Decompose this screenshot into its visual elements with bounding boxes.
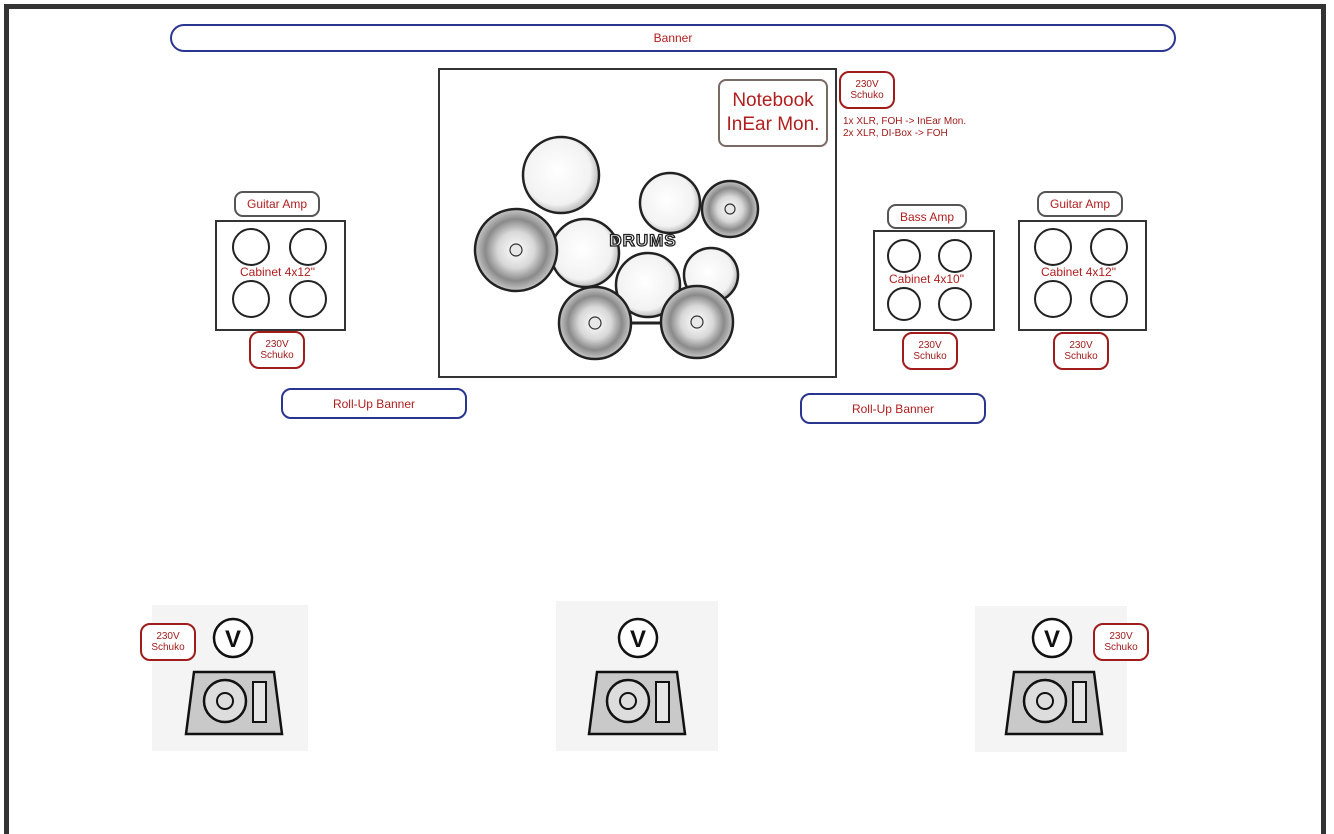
- bass-amp-label: Bass Amp: [887, 204, 967, 229]
- power-voltage: 230V: [156, 631, 180, 642]
- notebook-label-1: Notebook: [732, 90, 814, 111]
- power-outlet-bass: 230V Schuko: [902, 332, 958, 370]
- power-plug: Schuko: [850, 90, 884, 101]
- guitar-cabinet-right-label: Cabinet 4x12": [1041, 265, 1116, 279]
- notebook-label-2: InEar Mon.: [726, 114, 820, 135]
- guitar-amp-right-label: Guitar Amp: [1037, 191, 1123, 217]
- roll-up-banner-right: Roll-Up Banner: [800, 393, 986, 424]
- drums-label: DRUMS: [609, 231, 676, 250]
- wedge-woofer-center: [216, 692, 234, 710]
- power-outlet-guitar-left: 230V Schuko: [249, 331, 305, 369]
- bass-cabinet-label: Cabinet 4x10": [889, 272, 964, 286]
- hihat-right-bell: [690, 315, 704, 329]
- power-plug: Schuko: [151, 642, 185, 653]
- bass-cabinet-speakers: [887, 239, 972, 321]
- vocal-mic-label: V: [630, 626, 646, 653]
- speaker: [232, 228, 270, 266]
- guitar-amp-left-text: Guitar Amp: [246, 197, 308, 211]
- power-plug: Schuko: [1064, 351, 1098, 362]
- speaker: [887, 287, 921, 321]
- ride-cymbal-bell: [509, 243, 523, 257]
- speaker: [1090, 228, 1128, 266]
- power-voltage: 230V: [1109, 631, 1133, 642]
- tom-1: [638, 171, 702, 235]
- speaker: [289, 280, 327, 318]
- power-voltage: 230V: [265, 339, 289, 350]
- vocal-monitor-center: V: [587, 617, 687, 736]
- drum-kit: DRUMS: [473, 135, 760, 361]
- wedge-tweeter: [655, 681, 670, 723]
- guitar-cabinet-left-speakers: [232, 228, 327, 318]
- connection-note-1: 1x XLR, FOH -> InEar Mon.: [843, 116, 967, 127]
- splash-cymbal-bell: [724, 203, 736, 215]
- kick-drum: [614, 251, 682, 319]
- roll-up-banner-left-label: Roll-Up Banner: [332, 396, 416, 411]
- speaker: [1034, 228, 1072, 266]
- speaker: [938, 287, 972, 321]
- speaker: [938, 239, 972, 273]
- vocal-mic-label: V: [225, 626, 241, 653]
- crash-drum: [521, 135, 601, 215]
- speaker: [1034, 280, 1072, 318]
- top-banner: Banner: [170, 24, 1176, 52]
- vocal-monitor-left: V: [184, 617, 284, 736]
- roll-up-banner-left: Roll-Up Banner: [281, 388, 467, 419]
- snare-drum: [549, 217, 621, 289]
- wedge-woofer-center: [1036, 692, 1054, 710]
- guitar-amp-right-text: Guitar Amp: [1049, 197, 1111, 211]
- guitar-amp-left-label: Guitar Amp: [234, 191, 320, 217]
- top-banner-label: Banner: [653, 31, 693, 45]
- speaker: [1090, 280, 1128, 318]
- guitar-cabinet-left-label: Cabinet 4x12": [240, 265, 315, 279]
- power-outlet-monitor-right: 230V Schuko: [1093, 623, 1149, 661]
- speaker: [887, 239, 921, 273]
- power-outlet-guitar-right: 230V Schuko: [1053, 332, 1109, 370]
- connection-note-2: 2x XLR, DI-Box -> FOH: [843, 128, 948, 139]
- bass-amp-text: Bass Amp: [899, 209, 955, 224]
- power-outlet-monitor-left: 230V Schuko: [140, 623, 196, 661]
- hihat-left-bell: [588, 316, 602, 330]
- speaker: [232, 280, 270, 318]
- power-plug: Schuko: [1104, 642, 1138, 653]
- vocal-mic-label: V: [1044, 626, 1060, 653]
- power-voltage: 230V: [918, 340, 942, 351]
- power-plug: Schuko: [260, 350, 294, 361]
- notebook-box: Notebook InEar Mon.: [718, 79, 828, 147]
- stage-frame: [4, 4, 1326, 834]
- wedge-woofer-center: [619, 692, 637, 710]
- vocal-mic-icon: [1031, 617, 1073, 659]
- vocal-monitor-right: V: [1004, 617, 1104, 736]
- speaker: [289, 228, 327, 266]
- wedge-tweeter: [1072, 681, 1087, 723]
- connection-notes: 1x XLR, FOH -> InEar Mon. 2x XLR, DI-Box…: [843, 116, 966, 140]
- guitar-cabinet-right-speakers: [1034, 228, 1128, 318]
- stage-plot: Banner DRUMS: [4, 4, 1326, 834]
- roll-up-banner-right-label: Roll-Up Banner: [851, 401, 935, 416]
- power-voltage: 230V: [1069, 340, 1093, 351]
- wedge-tweeter: [252, 681, 267, 723]
- power-voltage: 230V: [855, 79, 879, 90]
- power-outlet-drums: 230V Schuko: [839, 71, 895, 109]
- power-plug: Schuko: [913, 351, 947, 362]
- vocal-mic-icon: [617, 617, 659, 659]
- vocal-mic-icon: [212, 617, 254, 659]
